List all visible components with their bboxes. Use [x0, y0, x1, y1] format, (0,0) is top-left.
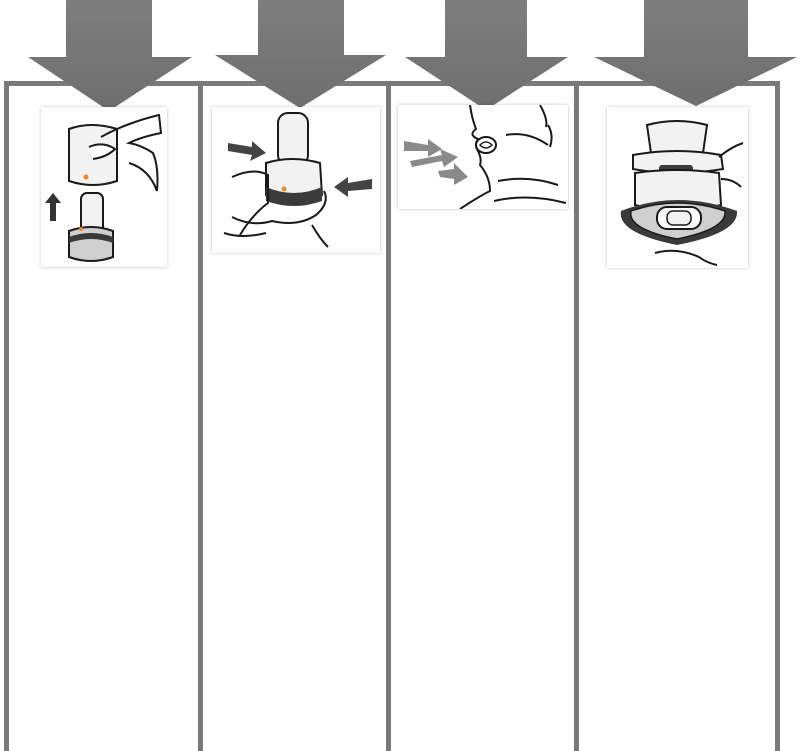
- down-arrow-icon: [594, 0, 797, 106]
- column-divider-3: [386, 81, 391, 751]
- step-2-illustration: [212, 107, 380, 253]
- down-arrow-step-4: [594, 0, 797, 106]
- step-3-illustration: [398, 105, 568, 209]
- down-arrow-step-1: [28, 0, 192, 111]
- column-divider-5: [775, 81, 780, 751]
- down-arrow-step-2: [215, 0, 386, 108]
- remove-cap-icon: [45, 113, 163, 262]
- step-1-illustration: [41, 107, 167, 267]
- frame-top-bar: [4, 81, 780, 86]
- inhaler-mouthpiece-icon: [620, 120, 744, 266]
- breathe-in-icon: [404, 105, 567, 209]
- column-divider-1: [4, 81, 9, 751]
- down-arrow-icon: [215, 0, 386, 108]
- down-arrow-icon: [405, 0, 568, 110]
- down-arrow-icon: [28, 0, 192, 111]
- column-divider-4: [574, 81, 579, 751]
- column-divider-2: [198, 81, 203, 751]
- squeeze-inhaler-icon: [223, 112, 372, 248]
- down-arrow-step-3: [405, 0, 568, 110]
- step-4-illustration: [607, 107, 748, 268]
